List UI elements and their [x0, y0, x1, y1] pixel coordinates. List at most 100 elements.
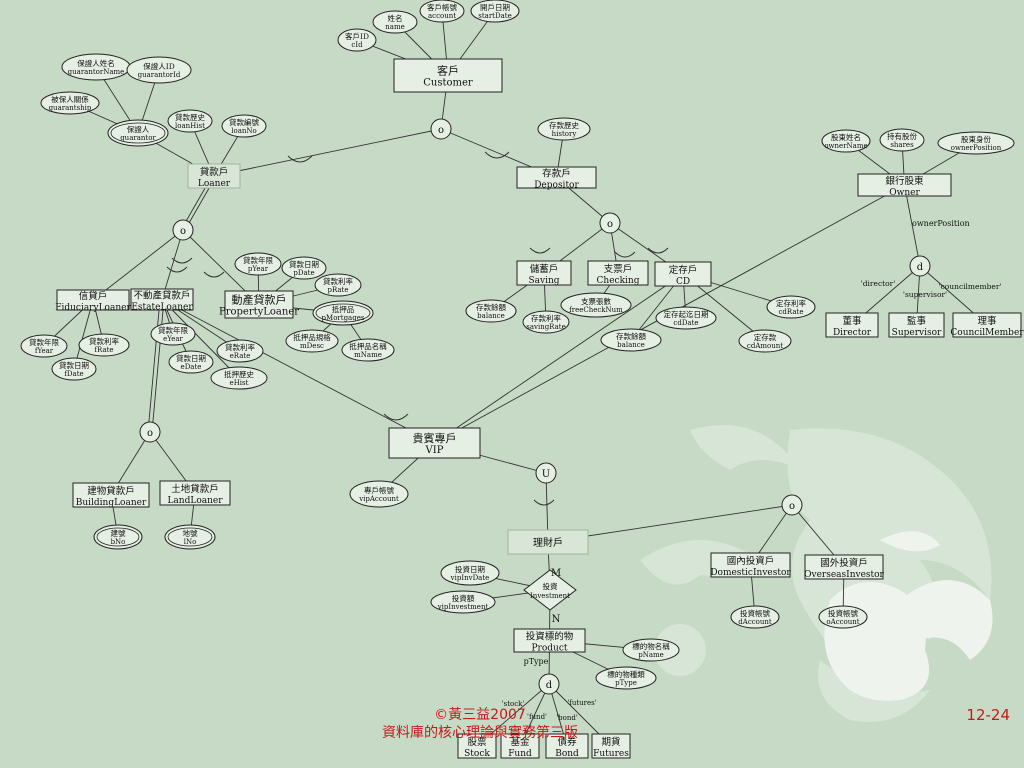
director-value-label: 'director' — [861, 279, 896, 288]
attribute-en-label: guarantorId — [138, 71, 181, 79]
attribute-oval — [738, 329, 792, 353]
attribute-oval — [818, 605, 868, 629]
specialization-symbol: U — [542, 469, 550, 480]
entity-box — [457, 733, 497, 759]
attribute-zh-label: 抵押品 — [332, 304, 355, 314]
subset-arc-saving — [529, 247, 551, 254]
attribute-oval — [372, 10, 418, 34]
attribute-oval — [821, 129, 871, 153]
attribute-oval — [937, 131, 1015, 155]
entity-box — [393, 58, 503, 93]
entity-box — [545, 733, 589, 759]
entity-en-label: EstateLoaner — [131, 303, 193, 313]
attribute-en-label: fYear — [35, 347, 54, 355]
attribute-zh-label: 標的物名稱 — [632, 641, 670, 651]
footer-copyright: ©黃三益2007 資料庫的核心理論與實務第三版 — [300, 706, 660, 742]
attribute-en-label: account — [428, 12, 456, 20]
entity-zh-label: 土地貸款戶 — [171, 483, 219, 495]
attribute-en-label: dAccount — [738, 618, 772, 626]
attribute-zh-label: 持有股份 — [887, 131, 917, 141]
specialization-circle: o — [139, 421, 161, 443]
subset-arc-vip-estate — [383, 413, 409, 421]
attribute-oval — [150, 322, 196, 346]
subset-arc-property — [203, 271, 225, 278]
attribute-en-label: bNo — [111, 538, 126, 546]
attribute-zh-label: 地號 — [183, 528, 198, 538]
entity-en-label: Checking — [597, 276, 640, 286]
attribute-oval — [879, 128, 925, 152]
attribute-oval — [164, 524, 216, 550]
entity-box — [507, 529, 589, 555]
entity-en-label: OverseasInvestor — [804, 570, 884, 580]
entity-zh-label: 支票戶 — [604, 263, 633, 275]
attribute-oval — [622, 638, 680, 662]
entity-box — [159, 480, 231, 506]
attribute-oval — [126, 56, 192, 84]
entity-en-label: Loaner — [198, 179, 231, 189]
attribute-zh-label: 標的物種類 — [607, 669, 645, 679]
specialization-circle: o — [172, 219, 194, 241]
attribute-zh-label: 貸款年限 — [158, 325, 188, 335]
entity-en-label: VIP — [425, 445, 444, 456]
attribute-zh-label: 保證人 — [127, 124, 150, 134]
subset-arc-depositor — [484, 151, 510, 159]
entity-en-label: PropertyLoaner — [219, 307, 299, 318]
specialization-circle-shape — [909, 255, 931, 277]
entity-en-label: Depositor — [534, 181, 579, 191]
entity-zh-label: 國內投資戶 — [727, 555, 775, 567]
entity-box — [825, 312, 879, 338]
entity-en-label: Product — [532, 644, 568, 654]
attribute-zh-label: 投資帳號 — [740, 608, 770, 618]
cardinality-n-label: N — [552, 614, 561, 625]
owner-position-label: ownerPosition — [912, 219, 970, 228]
attribute-zh-label: 抵押品名稱 — [349, 341, 387, 351]
attribute-en-label: balance — [617, 341, 645, 349]
attribute-en-label: pYear — [248, 265, 269, 273]
entity-box — [888, 312, 945, 338]
attribute-en-label: guarantor — [120, 134, 156, 142]
relationship-en-label: Investment — [530, 592, 570, 600]
entity-en-label: DomesticInvestor — [710, 568, 791, 578]
attribute-en-label: pDate — [293, 269, 314, 277]
attribute-en-label: startDate — [478, 12, 511, 20]
attribute-zh-label: 存款餘額 — [616, 331, 646, 341]
entity-box — [513, 628, 586, 653]
attribute-en-label: shares — [890, 141, 914, 149]
attribute-oval — [314, 273, 362, 297]
attribute-en-label: eYear — [163, 335, 183, 343]
entity-zh-label: 理事 — [977, 315, 997, 327]
relationship-zh-label: 投資 — [543, 581, 558, 591]
attribute-en-label: vipAccount — [358, 495, 399, 503]
attribute-oval — [349, 480, 409, 508]
attribute-zh-label: 貸款年限 — [29, 337, 59, 347]
specialization-circle: d — [538, 673, 560, 695]
entity-box — [952, 312, 1022, 338]
attribute-en-label: eHist — [230, 379, 249, 387]
attribute-en-label: ownerPosition — [951, 144, 1002, 152]
attribute-en-label: fDate — [64, 370, 83, 378]
attribute-en-label: oAccount — [826, 618, 859, 626]
attribute-zh-label: 貸款日期 — [289, 259, 319, 269]
